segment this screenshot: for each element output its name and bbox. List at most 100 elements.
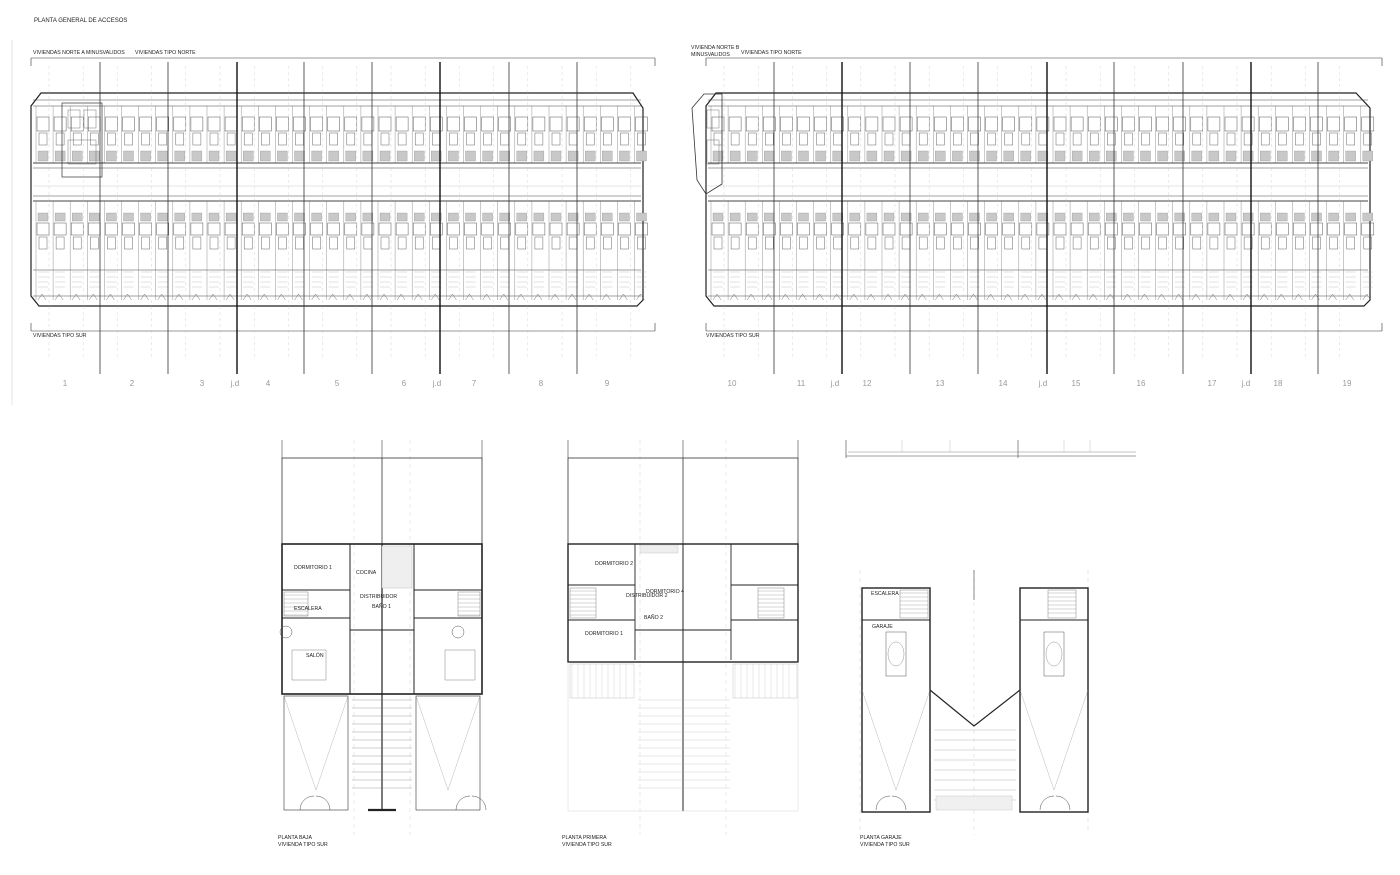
north-room bbox=[728, 116, 742, 132]
car bbox=[1043, 631, 1065, 677]
south-stair bbox=[1089, 212, 1100, 222]
north-room bbox=[53, 116, 67, 132]
label-south-tipo-left: VIVIENDAS TIPO SUR bbox=[33, 333, 87, 339]
south-bath bbox=[1260, 236, 1270, 250]
room-label-salon: SALÓN bbox=[306, 652, 324, 659]
south-room bbox=[173, 222, 187, 236]
south-stair bbox=[1106, 212, 1117, 222]
south-bath bbox=[782, 236, 791, 250]
north-room bbox=[481, 116, 494, 132]
garage-door bbox=[1277, 293, 1286, 301]
north-room bbox=[635, 116, 648, 132]
north-stair bbox=[969, 150, 980, 162]
building-outline bbox=[705, 92, 1371, 307]
axis-label-10: 10 bbox=[728, 379, 737, 388]
room-label-garaje: GARAJE bbox=[872, 624, 893, 630]
south-stair bbox=[277, 212, 288, 222]
garage-door bbox=[1242, 293, 1252, 301]
garage-door bbox=[37, 293, 47, 301]
garage-door bbox=[191, 293, 201, 301]
north-bath bbox=[158, 132, 167, 146]
north-bath bbox=[1004, 132, 1013, 146]
ramp-line bbox=[1053, 689, 1089, 791]
garage-door bbox=[396, 293, 406, 301]
north-room bbox=[1224, 116, 1238, 132]
north-bath bbox=[782, 132, 791, 146]
south-stair bbox=[140, 212, 151, 222]
north-room bbox=[985, 116, 998, 132]
north-bath bbox=[466, 132, 475, 146]
room-label-dormitorio-4: DORMITORIO 4 bbox=[646, 589, 684, 595]
north-stair bbox=[482, 150, 493, 162]
garage-door bbox=[379, 293, 389, 301]
north-bath bbox=[833, 132, 842, 146]
building-outline bbox=[30, 92, 644, 307]
north-bath bbox=[1089, 132, 1099, 146]
north-stair bbox=[1294, 150, 1305, 162]
north-stair bbox=[781, 150, 792, 162]
south-room bbox=[968, 222, 981, 236]
garage-door bbox=[781, 293, 790, 301]
garage-door bbox=[260, 293, 269, 301]
axis-label-8: 8 bbox=[539, 379, 544, 388]
car-roof bbox=[1045, 641, 1063, 667]
garage-door bbox=[1294, 293, 1303, 301]
south-stair bbox=[414, 212, 425, 222]
north-stair bbox=[396, 150, 408, 162]
south-bath bbox=[397, 236, 407, 250]
south-bath bbox=[158, 236, 167, 250]
garage-door bbox=[431, 293, 440, 301]
north-bath bbox=[432, 132, 441, 146]
north-room bbox=[601, 116, 614, 132]
plan-fragment-top bbox=[845, 440, 1136, 458]
north-room bbox=[780, 116, 793, 132]
north-room bbox=[259, 116, 272, 132]
garage-door bbox=[1123, 293, 1132, 301]
south-stair bbox=[191, 212, 203, 222]
north-bath bbox=[397, 132, 407, 146]
north-stair bbox=[89, 150, 100, 162]
north-stair bbox=[585, 150, 596, 162]
north-stair bbox=[1123, 150, 1134, 162]
north-stair bbox=[764, 150, 775, 162]
north-stair bbox=[550, 150, 562, 162]
garage-door bbox=[935, 293, 944, 301]
south-bath bbox=[1107, 236, 1116, 250]
north-bath bbox=[1107, 132, 1116, 146]
primera-walls bbox=[567, 440, 799, 835]
north-bath bbox=[243, 132, 253, 146]
north-stair bbox=[1242, 150, 1254, 162]
room-label-escalera: ESCALERA bbox=[294, 606, 322, 612]
garage-door bbox=[918, 293, 927, 301]
garage-door bbox=[969, 293, 978, 301]
north-stair bbox=[1191, 150, 1202, 162]
south-room bbox=[1019, 222, 1033, 236]
south-stair bbox=[516, 212, 527, 222]
garage-door bbox=[1362, 293, 1371, 301]
south-bath bbox=[500, 236, 509, 250]
north-bath bbox=[936, 132, 945, 146]
south-room bbox=[481, 222, 494, 236]
north-stair bbox=[465, 150, 476, 162]
south-stair bbox=[294, 212, 305, 222]
south-bath bbox=[884, 236, 894, 250]
south-room bbox=[1036, 222, 1050, 236]
north-bath bbox=[568, 132, 578, 146]
north-room bbox=[865, 116, 879, 132]
north-room bbox=[498, 116, 511, 132]
north-bath bbox=[765, 132, 774, 146]
north-room bbox=[951, 116, 964, 132]
south-room bbox=[327, 222, 340, 236]
north-bath bbox=[500, 132, 509, 146]
south-room bbox=[583, 222, 597, 236]
plan-planta-garaje: ESCALERA GARAJE PLANTA GARAJE VIVIENDA T… bbox=[859, 570, 1089, 848]
south-room bbox=[814, 222, 827, 236]
north-room bbox=[566, 116, 580, 132]
garage-left bbox=[861, 587, 931, 813]
ramp-line bbox=[415, 695, 449, 791]
garage-door bbox=[1054, 293, 1064, 301]
south-bath bbox=[901, 236, 911, 250]
south-bath bbox=[850, 236, 860, 250]
south-bath bbox=[226, 236, 236, 250]
south-room bbox=[412, 222, 426, 236]
